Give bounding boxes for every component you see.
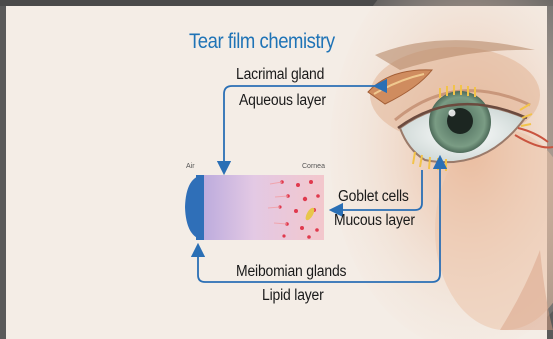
label-lipid-layer: Lipid layer: [262, 287, 324, 305]
label-air: Air: [186, 163, 195, 170]
diagram-title: Tear film chemistry: [189, 30, 335, 54]
label-goblet-cells: Goblet cells: [338, 188, 409, 206]
label-aqueous-layer: Aqueous layer: [239, 92, 326, 110]
label-lacrimal-gland: Lacrimal gland: [236, 66, 324, 84]
label-mucous-layer: Mucous layer: [334, 212, 415, 230]
label-cornea: Cornea: [302, 163, 325, 170]
label-meibomian-glands: Meibomian glands: [236, 263, 346, 281]
tear-film-layers: [185, 175, 324, 240]
aqueous-mucous-band: [196, 175, 324, 240]
